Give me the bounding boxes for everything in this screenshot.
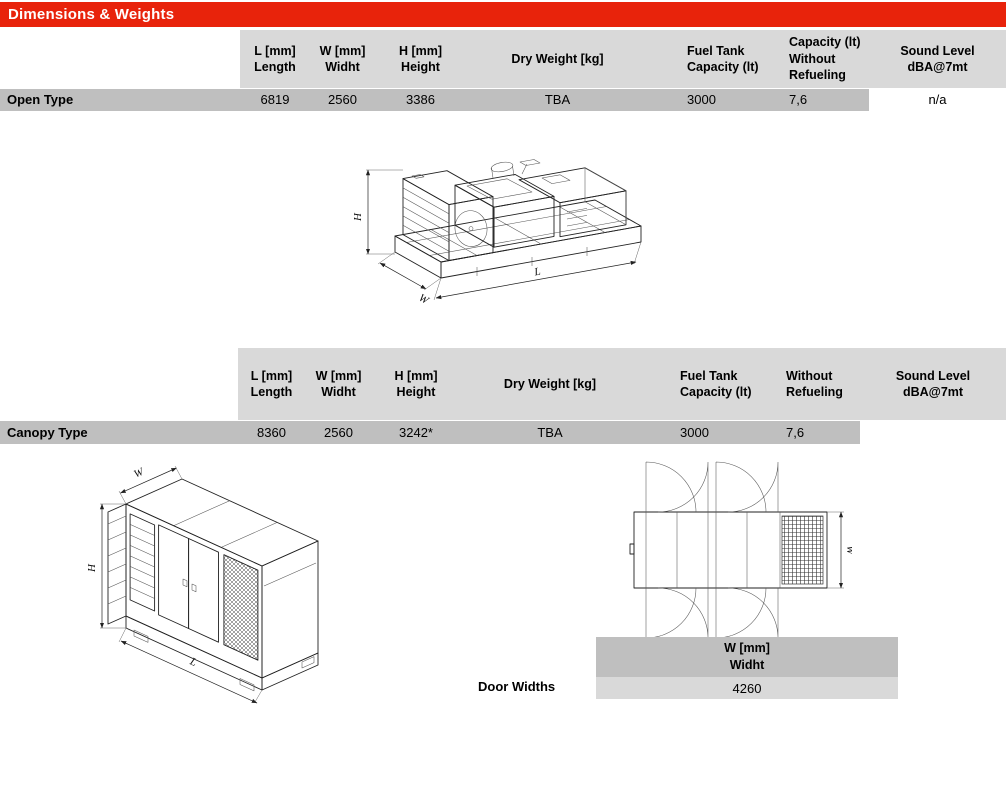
canopy-header-length: L [mm] Length [238, 348, 305, 420]
top-view-dimensions: W [827, 511, 852, 589]
alternator [518, 167, 627, 238]
open-value-height: 3386 [375, 89, 466, 111]
header-line: W [mm] [319, 43, 366, 58]
canopy-value-dry-weight: TBA [460, 421, 640, 444]
header-line: Dry Weight [kg] [503, 376, 597, 391]
section-banner: Dimensions & Weights [0, 2, 1006, 27]
header-line: H [mm] [394, 368, 438, 383]
header-line: L [mm] [250, 368, 293, 383]
open-header-capacity-without-refueling: Capacity (lt) Without Refueling [771, 30, 869, 88]
dim-label-l: L [187, 655, 198, 669]
exhaust-grille-panel [223, 554, 259, 661]
open-value-sound-level: n/a [869, 89, 1006, 111]
canopy-row-label: Canopy Type [0, 421, 238, 444]
canopy-header-spacer [0, 348, 238, 420]
header-line: Refueling [789, 68, 846, 83]
header-line: Height [401, 60, 440, 74]
dim-label-w: W [417, 292, 432, 307]
canopy-value-sound-level [860, 421, 1006, 444]
canopy-header-sound-level: Sound Level dBA@7mt [860, 348, 1006, 420]
canopy-value-length: 8360 [238, 421, 305, 444]
canopy-dimensions: H W L [86, 466, 263, 704]
canopy-header-without-refueling: Without Refueling [765, 348, 860, 420]
header-line: Widht [729, 658, 765, 672]
header-line: Capacity (lt) [680, 385, 752, 399]
open-value-dry-weight: TBA [466, 89, 649, 111]
door-widths-header: W [mm] Widht [596, 637, 898, 677]
canopy-header-fuel-tank: Fuel Tank Capacity (lt) [640, 348, 765, 420]
open-header-sound-level: Sound Level dBA@7mt [869, 30, 1006, 88]
header-line: H [mm] [398, 43, 443, 58]
header-line: Length [254, 60, 296, 74]
open-header-dry-weight: Dry Weight [kg] [466, 30, 649, 88]
header-line: Fuel Tank [687, 43, 745, 58]
header-line: Without [789, 51, 836, 66]
skid-base [394, 199, 642, 279]
open-table-row: Open Type 6819 2560 3386 TBA 3000 7,6 n/… [0, 89, 1006, 111]
header-line: Widht [321, 385, 356, 399]
canopy-table-row: Canopy Type 8360 2560 3242* TBA 3000 7,6 [0, 421, 1006, 444]
canopy-header-dry-weight: Dry Weight [kg] [460, 348, 640, 420]
open-value-capacity: 7,6 [771, 89, 869, 111]
dim-label-l: L [532, 266, 541, 279]
open-value-fuel-tank: 3000 [649, 89, 771, 111]
open-header-spacer [0, 30, 240, 88]
header-line: Widht [325, 60, 360, 74]
radiator [402, 170, 494, 262]
header-line: Fuel Tank [680, 368, 738, 383]
dim-label-w: W [132, 466, 146, 481]
header-line: Refueling [786, 385, 843, 399]
header-line: Capacity (lt) [789, 35, 861, 50]
door-widths-table: W [mm] Widht 4260 [596, 637, 898, 699]
header-line: L [mm] [254, 43, 296, 58]
open-row-label: Open Type [0, 89, 240, 111]
door-swing-arcs [645, 461, 779, 639]
open-header-width: W [mm] Widht [310, 30, 375, 88]
canopy-body [107, 478, 319, 679]
door-left [158, 524, 190, 629]
header-line: Without [786, 368, 833, 383]
top-view-drawing: W [629, 461, 852, 639]
open-header-fuel-tank: Fuel Tank Capacity (lt) [649, 30, 771, 88]
open-header-length: L [mm] Length [240, 30, 310, 88]
door-widths-value: 4260 [596, 677, 898, 699]
header-line: Capacity (lt) [687, 60, 759, 74]
section-title: Dimensions & Weights [8, 6, 175, 23]
header-line: Height [396, 385, 436, 399]
open-header-height: H [mm] Height [375, 30, 466, 88]
canopy-header-height: H [mm] Height [372, 348, 460, 420]
header-line: Length [250, 385, 293, 399]
header-line: dBA@7mt [902, 385, 964, 399]
canopy-table-header: L [mm] Length W [mm] Widht H [mm] Height… [0, 348, 1006, 420]
open-value-length: 6819 [240, 89, 310, 111]
open-type-drawing: H L W [352, 159, 642, 307]
header-line: dBA@7mt [907, 60, 968, 74]
canopy-value-width: 2560 [305, 421, 372, 444]
header-line: Dry Weight [kg] [511, 51, 604, 66]
door-widths-label: Door Widths [478, 679, 556, 694]
canopy-type-drawing: H W L [86, 466, 319, 704]
canopy-header-width: W [mm] Widht [305, 348, 372, 420]
header-line: Sound Level [895, 368, 971, 383]
open-value-width: 2560 [310, 89, 375, 111]
canopy-value-height: 3242* [372, 421, 460, 444]
header-line: Sound Level [900, 43, 975, 58]
header-line: W [mm] [724, 641, 770, 656]
dim-label-w: W [844, 545, 852, 555]
dim-label-h: H [86, 563, 98, 573]
exhaust-grille-top [781, 515, 824, 585]
header-line: W [mm] [315, 368, 362, 383]
canopy-value-without-refueling: 7,6 [765, 421, 860, 444]
dim-label-h: H [352, 212, 364, 222]
canopy-value-fuel-tank: 3000 [640, 421, 765, 444]
engine [454, 159, 555, 248]
open-table-header: L [mm] Length W [mm] Widht H [mm] Height… [0, 30, 1006, 88]
canopy-base-skid [125, 615, 319, 692]
